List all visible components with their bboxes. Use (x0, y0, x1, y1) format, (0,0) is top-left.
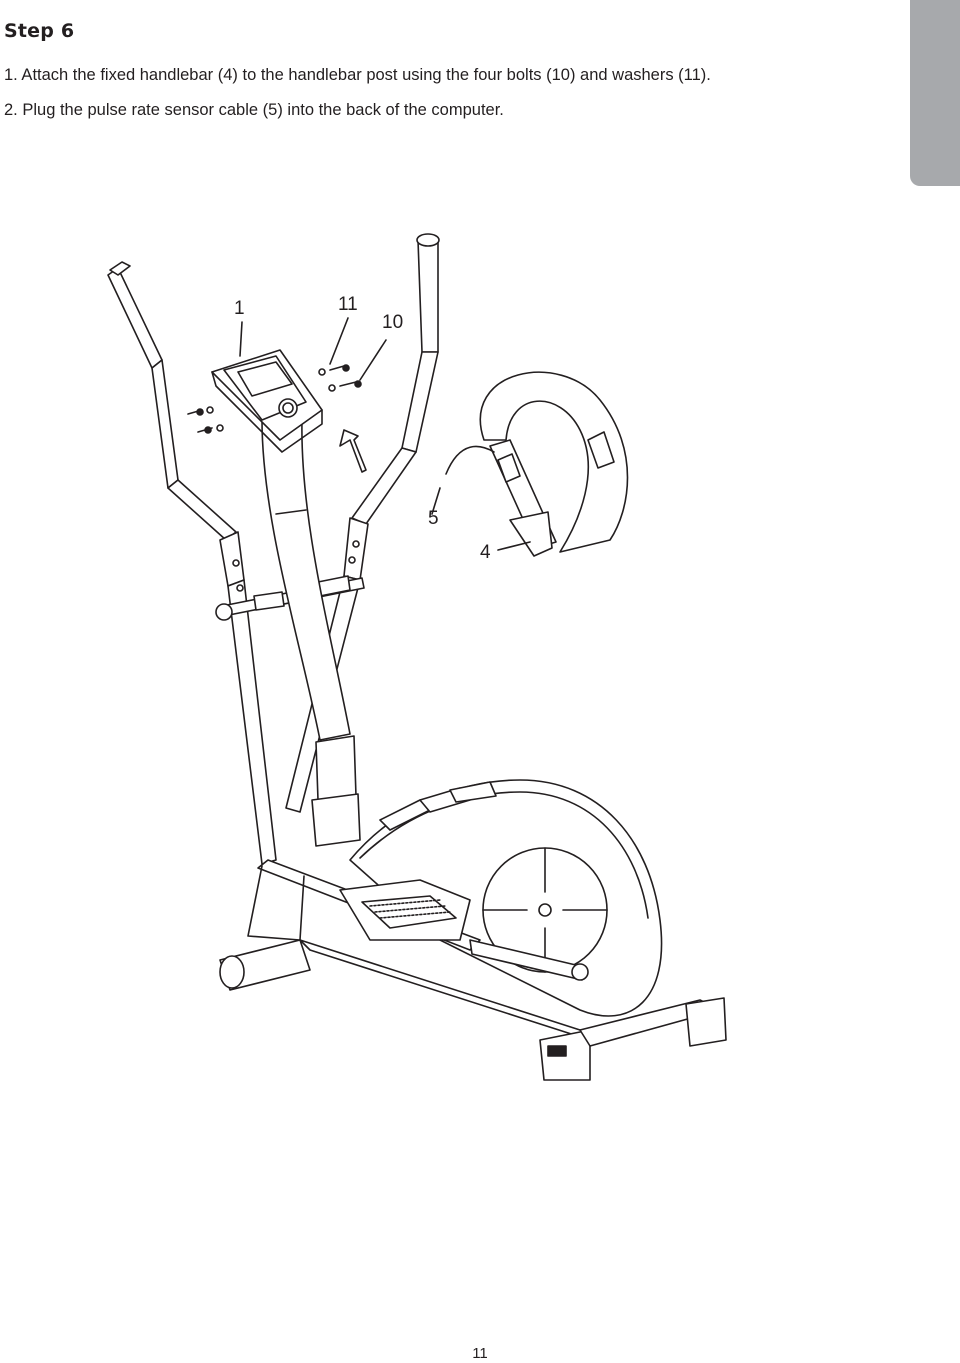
part-label-bolts: 10 (382, 312, 403, 333)
part-label-fixed-handlebar: 4 (480, 542, 491, 563)
leader-lines (239, 317, 531, 551)
instruction-list: 1. Attach the fixed handlebar (4) to the… (4, 58, 711, 128)
instruction-item: 2. Plug the pulse rate sensor cable (5) … (4, 101, 504, 119)
fixed-handlebar (445, 371, 629, 557)
left-moving-arm (107, 261, 277, 865)
console-computer (211, 349, 323, 453)
bolts-and-washers (187, 364, 362, 434)
pedal-assembly (339, 879, 589, 981)
part-label-computer: 1 (234, 298, 245, 319)
page-number: 11 (472, 1345, 488, 1362)
step-title: Step 6 (4, 20, 75, 42)
instruction-item: 1. Attach the fixed handlebar (4) to the… (4, 66, 711, 84)
flywheel-housing (349, 779, 663, 1017)
part-label-washers: 11 (338, 294, 358, 315)
handlebar-post (261, 419, 361, 847)
insertion-arrow (339, 429, 367, 473)
part-label-sensor-cable: 5 (428, 508, 439, 529)
language-tab: ENGLISH (877, 0, 960, 186)
